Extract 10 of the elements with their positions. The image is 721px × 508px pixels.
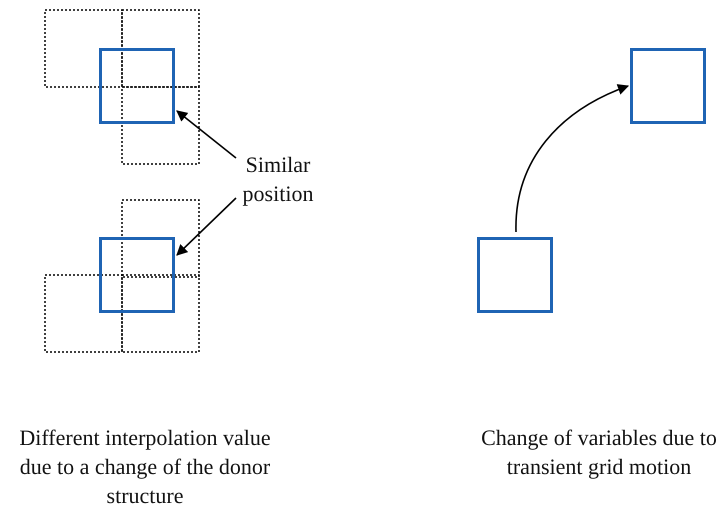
- cell-square: [99, 237, 175, 313]
- caption-text: Different interpolation value due to a change of the donor structure: [18, 424, 272, 508]
- arrow: [176, 110, 236, 159]
- callout-text: Similar position: [222, 150, 334, 208]
- cell-square: [99, 48, 175, 124]
- cell-square: [630, 48, 706, 124]
- cell-square: [477, 237, 553, 313]
- arrow: [515, 84, 630, 232]
- caption-text: Change of variables due to transient grid motion: [480, 424, 718, 481]
- arrow: [176, 197, 237, 256]
